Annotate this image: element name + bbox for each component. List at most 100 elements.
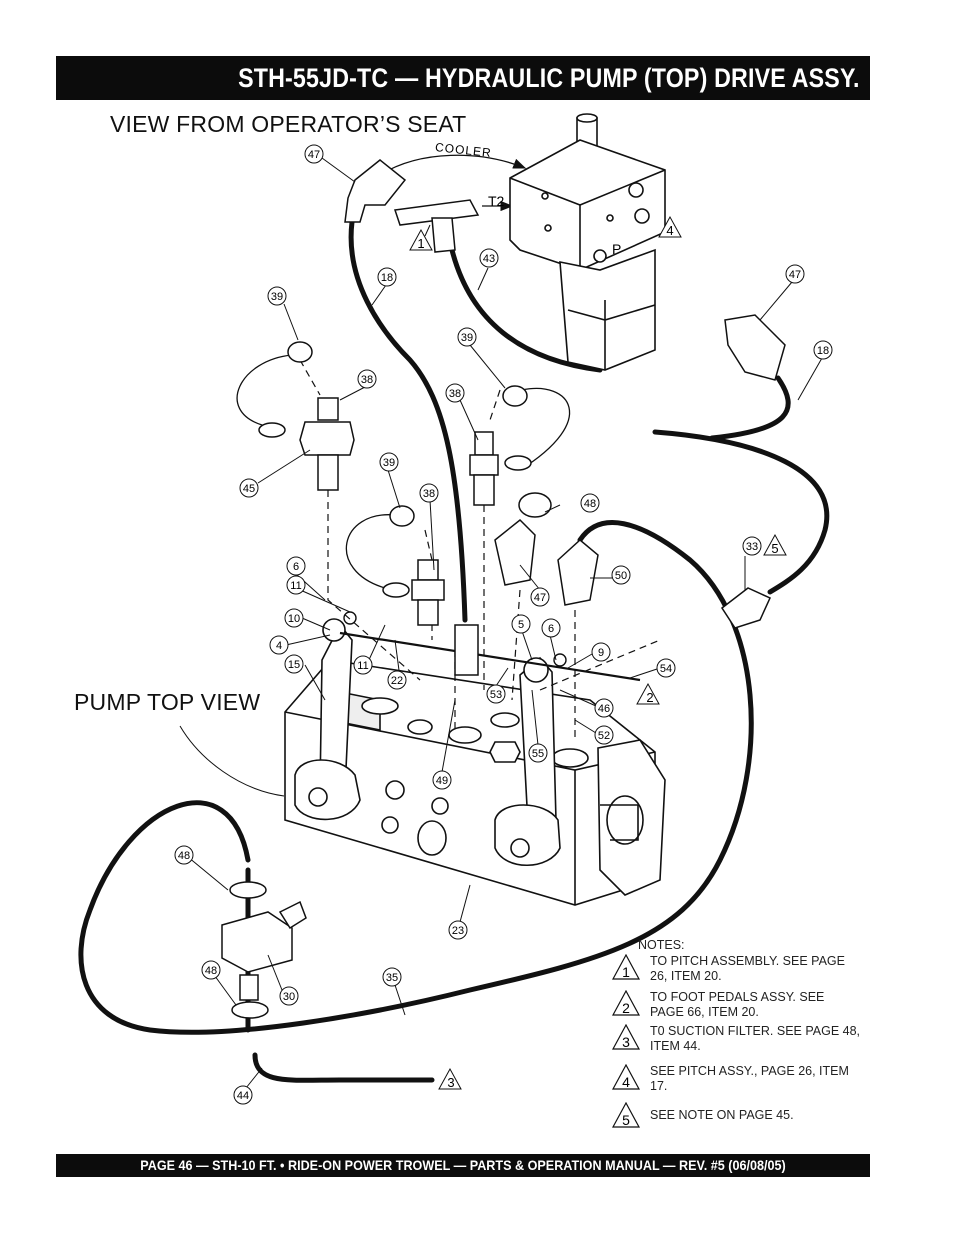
svg-text:47: 47 [308,149,320,161]
p-port-label: P [612,241,621,257]
callout-38b: 38 [445,383,465,403]
cooler-label: COOLER [434,140,492,160]
notes-heading: NOTES: [638,938,685,952]
callout-38a: 38 [357,369,377,389]
triangle-2: 2 [636,682,660,705]
callout-43: 43 [479,248,499,268]
svg-text:2: 2 [622,1000,630,1016]
hose-44 [252,1052,435,1083]
svg-text:50: 50 [615,570,627,582]
callout-48a: 48 [580,493,600,513]
svg-text:23: 23 [452,925,464,937]
callout-44: 44 [233,1085,253,1105]
svg-text:5: 5 [622,1112,630,1128]
svg-text:4: 4 [622,1074,630,1090]
callout-4: 4 [269,635,289,655]
hose-18-left [348,219,468,623]
svg-text:18: 18 [817,345,829,357]
callout-39a: 39 [267,286,287,306]
svg-text:39: 39 [461,332,473,344]
callout-18a: 18 [377,267,397,287]
callout-18b: 18 [813,340,833,360]
callout-52: 52 [594,725,614,745]
callout-30: 30 [279,986,299,1006]
callout-45: 45 [239,478,259,498]
svg-text:47: 47 [534,592,546,604]
pump-top-view-label: PUMP TOP VIEW [74,689,261,715]
svg-text:30: 30 [283,991,295,1003]
leader-lines [179,157,823,1089]
triangle-3: 3 [438,1067,462,1090]
cooler-arrow [379,154,527,176]
svg-text:46: 46 [598,703,610,715]
note-5-text: SEE NOTE ON PAGE 45. [650,1108,794,1122]
svg-text:39: 39 [383,457,395,469]
callout-50: 50 [611,565,631,585]
svg-text:48: 48 [178,850,190,862]
callout-38c: 38 [419,483,439,503]
note-2-triangle-icon: 2 [612,990,640,1016]
callouts: 47 18 43 47 18 39 38 45 39 38 39 38 48 4… [174,144,833,1105]
hose-43 [449,247,603,373]
t2-label: T2 [488,193,505,209]
callout-11a: 11 [286,575,306,595]
svg-text:3: 3 [447,1075,454,1090]
callout-48c: 48 [201,960,221,980]
svg-text:11: 11 [290,580,301,592]
pump-body [284,659,666,906]
triangle-5: 5 [763,533,787,556]
svg-text:39: 39 [271,291,283,303]
callout-49: 49 [432,770,452,790]
note-2-text: TO FOOT PEDALS ASSY. SEE PAGE 66, ITEM 2… [650,990,825,1019]
svg-text:38: 38 [361,374,373,386]
callout-54: 54 [656,658,676,678]
callout-5: 5 [511,614,531,634]
svg-text:54: 54 [660,663,672,675]
svg-text:48: 48 [205,965,217,977]
callout-11b: 11 [353,655,373,675]
note-2: 2 TO FOOT PEDALS ASSY. SEE PAGE 66, ITEM… [612,990,862,1024]
triangle-4: 4 [658,215,682,238]
callout-9: 9 [591,642,611,662]
svg-text:55: 55 [532,748,544,760]
triangle-callouts: 1 4 5 2 3 [409,215,787,1090]
svg-text:9: 9 [598,647,604,659]
svg-text:44: 44 [237,1090,249,1102]
callout-6a: 6 [286,556,306,576]
callout-6b: 6 [541,618,561,638]
svg-text:2: 2 [646,690,653,705]
note-4: 4 SEE PITCH ASSY., PAGE 26, ITEM 17. [612,1064,862,1098]
hose-33 [652,429,830,595]
svg-text:38: 38 [449,388,461,400]
callout-53: 53 [486,684,506,704]
svg-text:5: 5 [771,541,778,556]
svg-text:6: 6 [293,561,299,573]
view-from-seat-label: VIEW FROM OPERATOR’S SEAT [110,111,467,137]
svg-text:53: 53 [490,689,502,701]
fittings [221,159,786,1019]
callout-47a: 47 [304,144,324,164]
svg-text:1: 1 [417,236,424,251]
svg-text:1: 1 [622,964,630,980]
note-3: 3 T0 SUCTION FILTER. SEE PAGE 48, ITEM 4… [612,1024,862,1058]
callout-33: 33 [742,536,762,556]
note-5-triangle-icon: 5 [612,1102,640,1128]
svg-text:22: 22 [391,675,403,687]
callout-10: 10 [284,608,304,628]
svg-text:11: 11 [357,660,368,672]
note-3-triangle-icon: 3 [612,1024,640,1050]
callout-46: 46 [594,698,614,718]
control-valve [509,113,666,371]
callout-48b: 48 [174,845,194,865]
callout-39c: 39 [379,452,399,472]
note-4-triangle-icon: 4 [612,1064,640,1090]
svg-text:35: 35 [386,972,398,984]
footer-bar: PAGE 46 — STH-10 FT. • RIDE-ON POWER TRO… [56,1154,870,1177]
footer-text: PAGE 46 — STH-10 FT. • RIDE-ON POWER TRO… [140,1157,786,1173]
note-1: 1 TO PITCH ASSEMBLY. SEE PAGE 26, ITEM 2… [612,954,862,988]
cap-straps [236,354,571,589]
svg-text:4: 4 [666,223,673,238]
note-1-triangle-icon: 1 [612,954,640,980]
svg-text:48: 48 [584,498,596,510]
